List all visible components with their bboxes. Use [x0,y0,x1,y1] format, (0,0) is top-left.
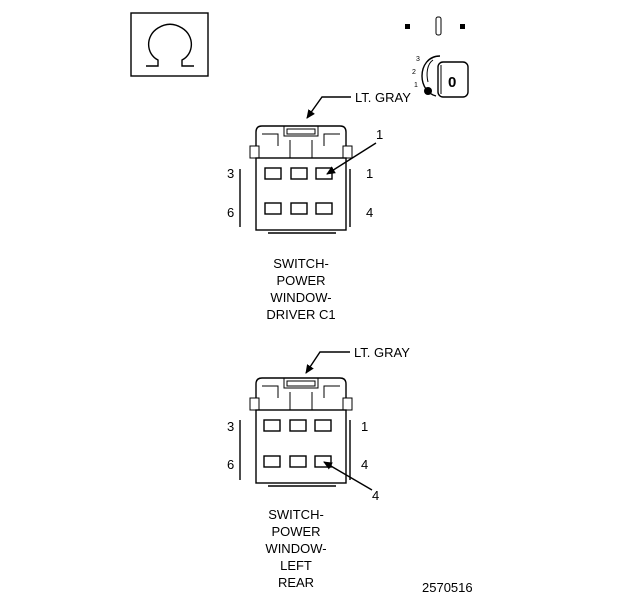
connector-driver-c1: LT. GRAY 3 1 6 4 1 [227,90,411,322]
pin-callout-number: 4 [372,488,379,503]
cavity-4 [315,202,333,215]
cavity-2 [289,419,307,432]
connector-name-line-1: SWITCH- [268,507,324,522]
cavity-3 [264,167,282,180]
connector-name-line-1: SWITCH- [273,256,329,271]
pin-label-top-right: 1 [361,419,368,434]
pin-label-top-left: 3 [227,419,234,434]
ohmmeter-icon: Ω [130,12,209,77]
pin-callout-arrow [326,142,377,175]
pin-label-bottom-left: 6 [227,457,234,472]
pin-label-top-right: 1 [366,166,373,181]
pin-label-bottom-left: 6 [227,205,234,220]
connector-latch [249,125,353,159]
ignition-key-label: 0 [448,74,456,91]
connector-name-line-4: LEFT [280,558,312,573]
connector-color-label: LT. GRAY [354,345,410,360]
connector-color-label: LT. GRAY [355,90,411,105]
connector-left-rear: LT. GRAY 3 1 6 4 4 [227,345,410,590]
cavity-1 [314,419,332,432]
pin-label-top-left: 3 [227,166,234,181]
cavity-6 [264,202,282,215]
ignition-position-2: 2 [412,69,416,76]
connector-name-line-2: POWER [271,524,320,539]
pin-label-bottom-right: 4 [366,205,373,220]
cavity-5 [290,202,308,215]
connector-name-line-5: REAR [278,575,314,590]
cavity-5 [289,455,307,468]
cavity-3 [263,419,281,432]
connector-name-line-3: WINDOW- [265,541,326,556]
cavity-1 [315,167,333,180]
ignition-key-icon: 3 2 1 0 [405,16,469,98]
connector-name-line-2: POWER [276,273,325,288]
cavity-2 [290,167,308,180]
connector-latch [249,377,353,411]
pin-callout-arrow [323,461,373,491]
connector-name-line-3: WINDOW- [270,290,331,305]
connector-name-line-4: DRIVER C1 [266,307,335,322]
ignition-position-1: 1 [414,82,418,89]
figure-id: 2570516 [422,580,473,595]
pin-callout-number: 1 [376,127,383,142]
ignition-position-3: 3 [416,56,420,63]
cavity-6 [263,455,281,468]
pin-label-bottom-right: 4 [361,457,368,472]
